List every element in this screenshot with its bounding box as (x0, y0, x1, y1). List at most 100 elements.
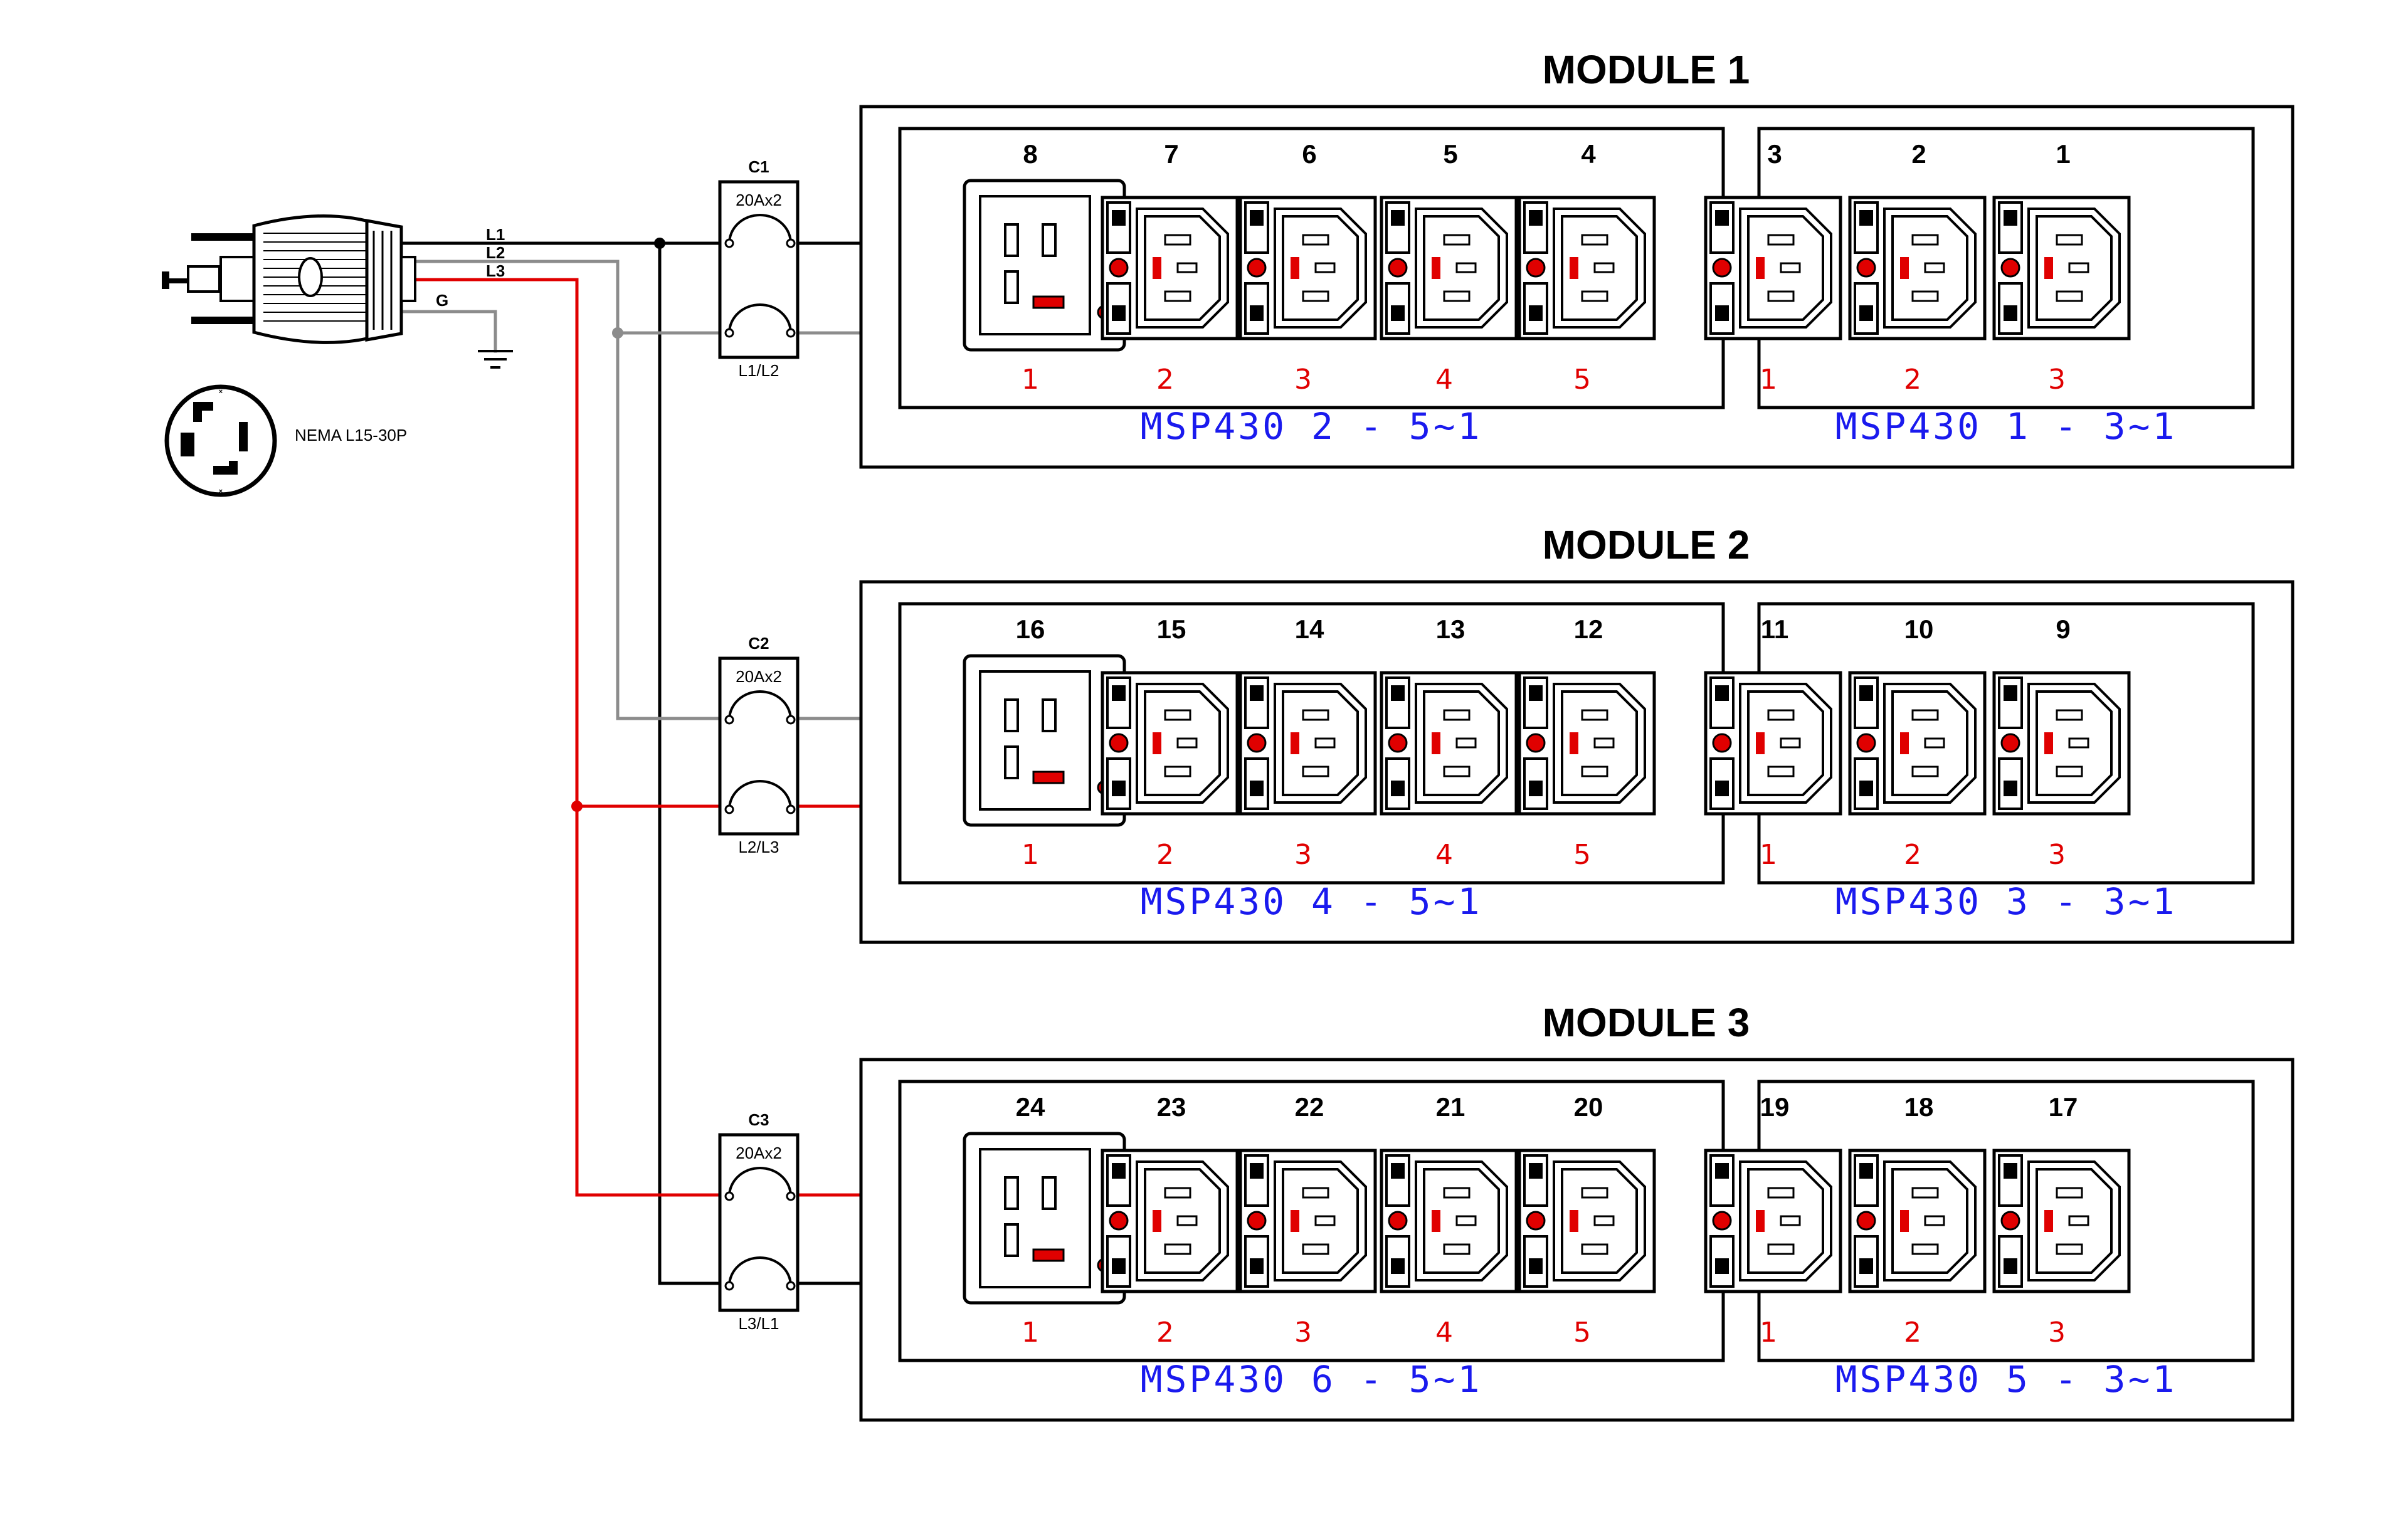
outlet-number: 8 (1023, 139, 1037, 169)
c20-pin (1004, 1223, 1019, 1257)
latch-mark (2004, 1258, 2017, 1274)
c13-pin (1164, 234, 1191, 246)
c13-pin (1780, 1215, 1801, 1226)
outlet-number: 20 (1574, 1092, 1603, 1122)
c13-earth-pin (1756, 732, 1765, 754)
port-number: 2 (1156, 839, 1174, 871)
outlet-number: 5 (1443, 139, 1457, 169)
port-number: 2 (1156, 1317, 1174, 1349)
outlet-number: 6 (1302, 139, 1316, 169)
latch-mark (1859, 1163, 1873, 1179)
latch-mark (1391, 1258, 1405, 1274)
c13-earth-pin (1153, 257, 1161, 279)
port-number: 1 (1760, 364, 1777, 396)
c13-earth-pin (1900, 732, 1909, 754)
latch-mark (1112, 1258, 1126, 1274)
breaker-pair: L1/L2 (738, 361, 779, 380)
module-title: MODULE 2 (1543, 522, 1750, 567)
latch-mark (1391, 210, 1405, 226)
wire-label-l2: L2 (486, 243, 505, 262)
c13-pin (1443, 709, 1471, 721)
wire-l3 (399, 278, 731, 1197)
c20-face (979, 195, 1091, 335)
c13-earth-pin (1570, 257, 1578, 279)
breaker-body (718, 1133, 800, 1312)
latch-icon (1998, 201, 2023, 254)
port-number: 3 (2048, 1317, 2066, 1349)
release-button-icon (1712, 733, 1732, 753)
release-button-icon (1247, 733, 1267, 753)
port-number: 4 (1435, 839, 1453, 871)
latch-mark (1391, 781, 1405, 796)
release-button-icon (1388, 733, 1408, 753)
port-number: 1 (1022, 364, 1039, 396)
breaker-pair: L2/L3 (738, 838, 779, 856)
breaker-rating: 20Ax2 (736, 1144, 782, 1162)
c13-pin (1164, 290, 1191, 302)
outlet-number: 23 (1157, 1092, 1186, 1122)
port-number: 1 (1022, 1317, 1039, 1349)
latch-mark (1715, 685, 1729, 701)
latch-icon (1854, 757, 1879, 810)
latch-mark (1859, 1258, 1873, 1274)
c13-pin (1924, 1215, 1945, 1226)
c13-pin (1302, 1187, 1329, 1199)
port-number: 2 (1904, 364, 1921, 396)
latch-icon (1998, 1154, 2023, 1207)
wire-l2 (399, 260, 731, 720)
release-button-icon (2000, 733, 2020, 753)
c13-pin (1581, 766, 1608, 777)
wire-label-l3: L3 (486, 261, 505, 280)
latch-mark (1250, 685, 1264, 701)
latch-mark (1715, 305, 1729, 321)
c13-pin (1302, 234, 1329, 246)
breaker-pair: L3/L1 (738, 1314, 779, 1333)
outlet-number: 14 (1295, 614, 1324, 644)
outlet-number: 11 (1761, 614, 1788, 644)
c13-pin (2068, 262, 2089, 273)
breaker-contact-icon (728, 1167, 792, 1197)
c13-earth-pin (2044, 1210, 2053, 1232)
breaker-rating: 20Ax2 (736, 191, 782, 209)
outlet-number: 1 (2056, 139, 2070, 169)
c13-pin (1911, 234, 1939, 246)
latch-mark (1529, 305, 1543, 321)
terminal-icon (724, 328, 734, 338)
c13-earth-pin (1291, 1210, 1299, 1232)
release-button-icon (1109, 733, 1129, 753)
c13-pin (1455, 262, 1477, 273)
c13-pin (1767, 1243, 1795, 1255)
wire-l1-bus (658, 241, 731, 1285)
module-title: MODULE 3 (1543, 1000, 1750, 1045)
c13-pin (1455, 737, 1477, 749)
c13-pin (2068, 737, 2089, 749)
port-number: 3 (1294, 364, 1312, 396)
latch-mark (1250, 305, 1264, 321)
outlet-number: 9 (2056, 614, 2070, 644)
c13-pin (1911, 766, 1939, 777)
c13-earth-pin (1291, 257, 1299, 279)
latch-mark (1715, 1163, 1729, 1179)
latch-mark (1715, 781, 1729, 796)
port-number: 2 (1904, 1317, 1921, 1349)
plug-label: NEMA L15-30P (295, 426, 407, 445)
latch-mark (1250, 1258, 1264, 1274)
c20-pin (1004, 1176, 1019, 1210)
terminal-icon (786, 1281, 796, 1291)
latch-mark (1529, 210, 1543, 226)
latch-mark (2004, 685, 2017, 701)
c13-pin (1767, 290, 1795, 302)
c20-pin (1004, 223, 1019, 257)
terminal-icon (786, 238, 796, 248)
c13-pin (1911, 1187, 1939, 1199)
c13-pin (2056, 766, 2083, 777)
terminal-icon (786, 804, 796, 814)
c13-pin (1924, 262, 1945, 273)
c20-pin (1004, 745, 1019, 779)
c13-pin (1581, 1187, 1608, 1199)
outlet-number: 15 (1157, 614, 1186, 644)
release-button-icon (1526, 1211, 1546, 1231)
port-number: 3 (1294, 1317, 1312, 1349)
c13-pin (1924, 737, 1945, 749)
release-button-icon (1712, 258, 1732, 278)
